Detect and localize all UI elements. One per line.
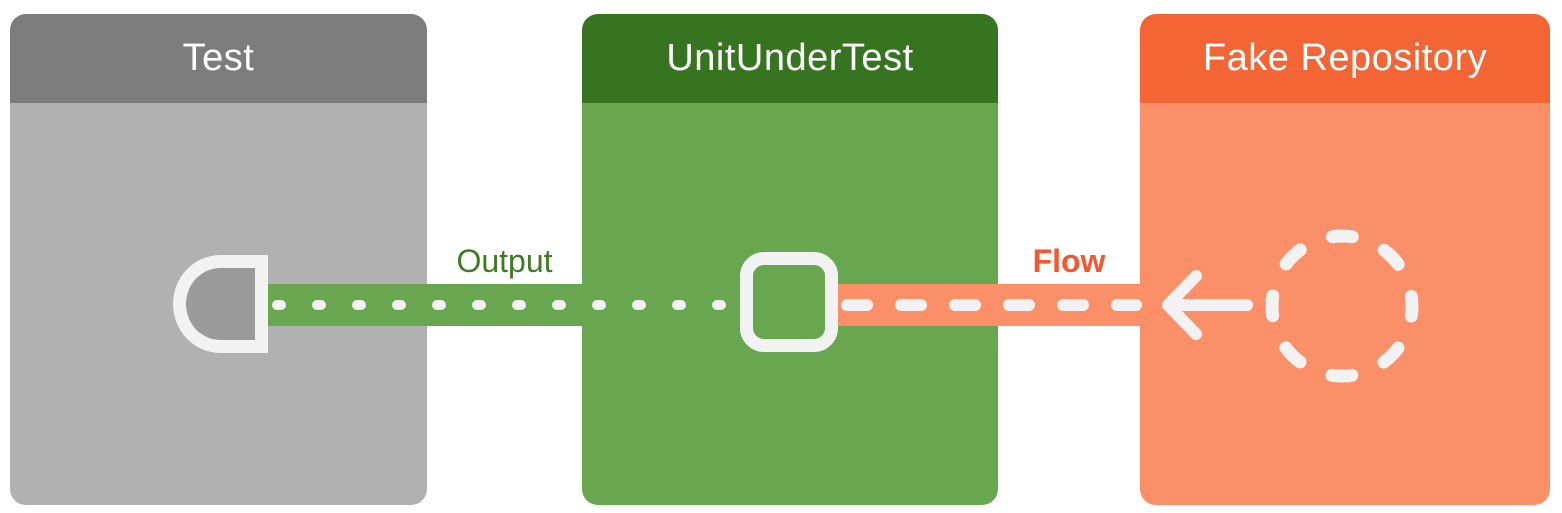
output-connection-label: Output — [456, 243, 553, 279]
box-unit-under-test-title: UnitUnderTest — [666, 37, 914, 79]
box-fake-repository-title: Fake Repository — [1202, 37, 1488, 79]
box-fake-repository-header: Fake Repository — [1140, 14, 1550, 103]
box-fake-repository-body — [1140, 103, 1550, 505]
output-port-icon — [173, 255, 268, 353]
box-fake-repository: Fake Repository — [1140, 14, 1550, 505]
box-unit-under-test-header: UnitUnderTest — [582, 14, 998, 103]
flow-connection-label: Flow — [1032, 243, 1106, 279]
output-connector-band-overlay — [268, 284, 740, 326]
box-test-title: Test — [182, 37, 255, 79]
unit-socket-icon — [740, 252, 838, 352]
flow-connector-band-overlay — [838, 284, 1140, 326]
box-test-header: Test — [10, 14, 427, 103]
